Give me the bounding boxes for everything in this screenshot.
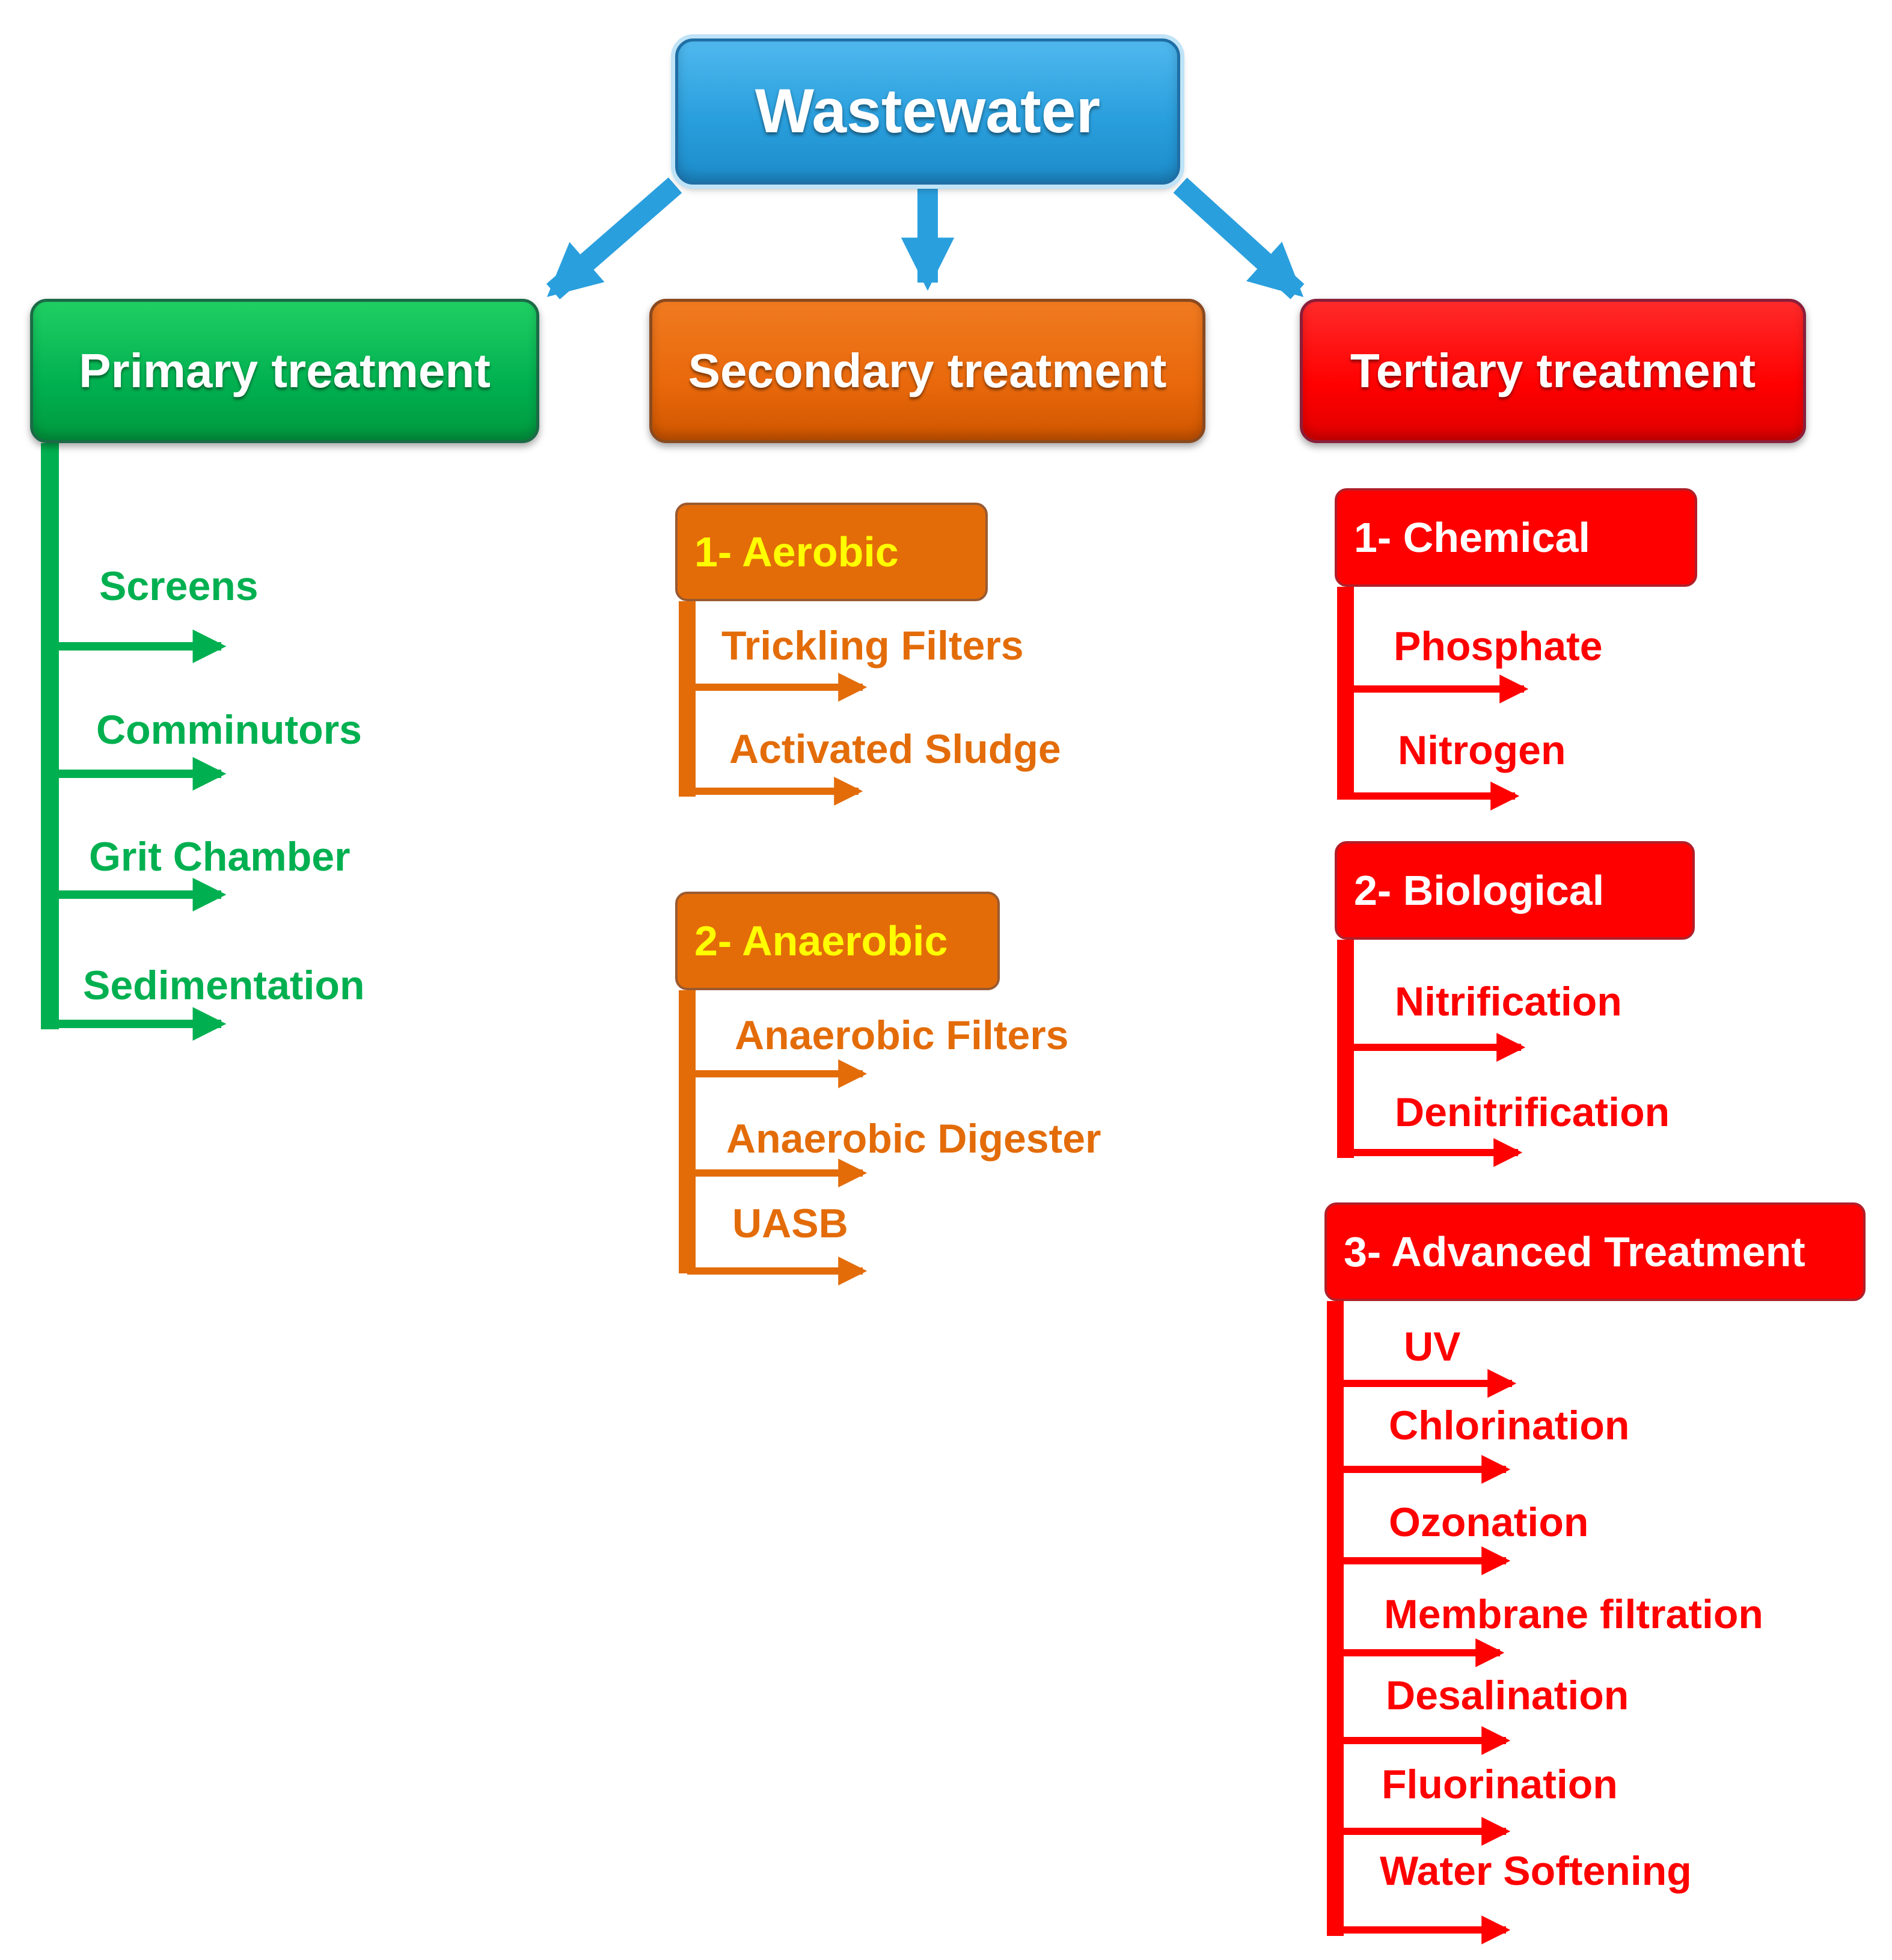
item-nitrogen: Nitrogen [1398, 727, 1566, 773]
item-grit-chamber: Grit Chamber [89, 834, 351, 880]
primary-treatment-node: Primary treatment [30, 299, 539, 443]
advanced-treatment-node: 3- Advanced Treatment [1324, 1202, 1866, 1301]
item-comminutors: Comminutors [96, 707, 362, 753]
advanced-treatment-label: 3- Advanced Treatment [1344, 1228, 1805, 1275]
item-sedimentation: Sedimentation [83, 963, 365, 1008]
aerobic-label: 1- Aerobic [694, 528, 899, 575]
wastewater-label: Wastewater [755, 76, 1101, 146]
arrow-to-primary [546, 177, 682, 299]
item-activated-sludge: Activated Sludge [729, 726, 1061, 772]
item-fluorination: Fluorination [1382, 1762, 1618, 1807]
item-nitrification: Nitrification [1395, 979, 1622, 1024]
item-anaerobic-digester: Anaerobic Digester [726, 1116, 1101, 1162]
item-phosphate: Phosphate [1394, 623, 1603, 669]
chemical-label: 1- Chemical [1354, 514, 1590, 561]
anaerobic-label: 2- Anaerobic [694, 917, 948, 964]
biological-label: 2- Biological [1354, 867, 1605, 914]
secondary-treatment-label: Secondary treatment [688, 344, 1167, 397]
item-ozonation: Ozonation [1389, 1499, 1589, 1545]
arrow-to-tertiary [1173, 177, 1305, 299]
tertiary-treatment-label: Tertiary treatment [1350, 344, 1756, 397]
chemical-node: 1- Chemical [1335, 488, 1697, 587]
item-trickling-filters: Trickling Filters [721, 623, 1024, 669]
item-denitrification: Denitrification [1395, 1089, 1670, 1135]
biological-node: 2- Biological [1335, 841, 1695, 940]
item-screens: Screens [99, 563, 259, 609]
item-anaerobic-filters: Anaerobic Filters [735, 1012, 1069, 1058]
item-desalination: Desalination [1386, 1673, 1629, 1718]
item-water-softening: Water Softening [1380, 1848, 1692, 1894]
primary-treatment-label: Primary treatment [79, 344, 491, 397]
anaerobic-node: 2- Anaerobic [675, 892, 1000, 990]
item-membrane-filtration: Membrane filtration [1384, 1591, 1763, 1637]
item-uv: UV [1404, 1324, 1461, 1370]
item-chlorination: Chlorination [1389, 1403, 1630, 1448]
aerobic-node: 1- Aerobic [675, 503, 988, 601]
item-uasb: UASB [732, 1201, 848, 1246]
wastewater-node: Wastewater [675, 38, 1180, 185]
tertiary-treatment-node: Tertiary treatment [1300, 299, 1806, 443]
secondary-treatment-node: Secondary treatment [649, 299, 1205, 443]
